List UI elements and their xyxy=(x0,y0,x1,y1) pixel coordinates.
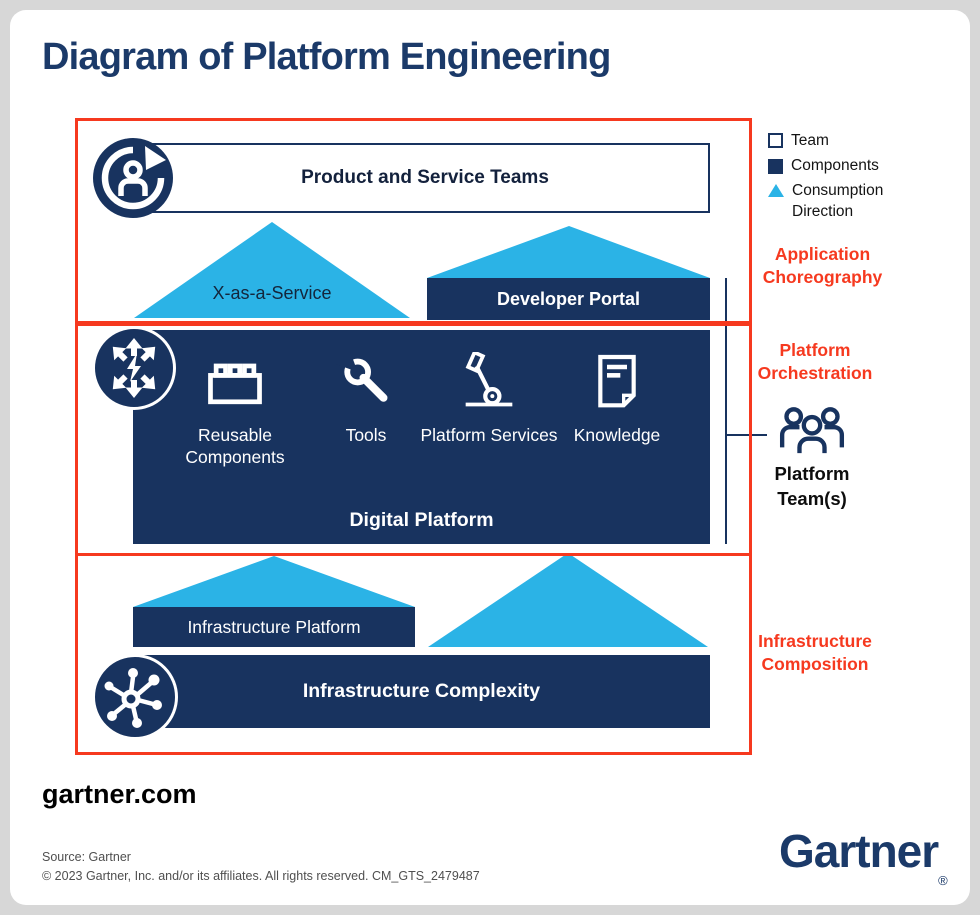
legend-label: Components xyxy=(791,156,879,174)
source-fineprint: Source: Gartner © 2023 Gartner, Inc. and… xyxy=(42,848,480,886)
components-square-swatch xyxy=(768,158,783,174)
legend-item-team: Team xyxy=(768,131,896,152)
platform-team-bracket-tick xyxy=(725,434,767,436)
infrastructure-platform-box: Infrastructure Platform xyxy=(133,607,415,647)
brick-icon xyxy=(208,363,262,405)
infrastructure-composition-label: Infrastructure Composition xyxy=(758,631,872,675)
developer-portal-box: Developer Portal xyxy=(427,278,710,320)
platform-team-bracket-line xyxy=(725,278,727,544)
gartner-site-text: gartner.com xyxy=(42,779,197,809)
network-hub-icon xyxy=(92,654,178,740)
consumption-triangle-large xyxy=(428,553,708,647)
product-service-teams-box: Product and Service Teams xyxy=(140,143,710,213)
legend-label: Team xyxy=(791,132,829,149)
legend-label: Consumption Direction xyxy=(792,181,884,220)
gartner-logo: Gartner® xyxy=(779,824,948,888)
platform-item-knowledge: Knowledge xyxy=(547,352,687,446)
people-icon xyxy=(779,407,845,454)
infrastructure-platform-label: Infrastructure Platform xyxy=(187,616,361,637)
registered-mark: ® xyxy=(938,873,948,888)
infrastructure-complexity-bar: Infrastructure Complexity xyxy=(133,655,710,728)
copyright-line: © 2023 Gartner, Inc. and/or its affiliat… xyxy=(42,868,480,883)
product-service-teams-label: Product and Service Teams xyxy=(301,167,549,188)
gartner-logo-text: Gartner xyxy=(779,825,939,877)
page-title: Diagram of Platform Engineering xyxy=(42,36,611,78)
legend: Team Components Consumption Direction xyxy=(768,131,896,227)
platform-orchestration-label: Platform Orchestration xyxy=(757,340,873,384)
platform-team-label: Platform Team(s) xyxy=(774,463,850,509)
digital-platform-label: Digital Platform xyxy=(349,509,494,531)
platform-item-tools: Tools xyxy=(296,352,436,446)
scale-out-icon xyxy=(92,326,176,410)
wrench-icon xyxy=(335,352,388,402)
platform-item-label: Platform Services xyxy=(420,425,558,445)
infrastructure-complexity-label: Infrastructure Complexity xyxy=(302,680,541,702)
legend-item-consumption-direction: Consumption Direction xyxy=(768,181,896,223)
platform-item-reusable-components: Reusable Components xyxy=(165,352,305,469)
infrastructure-platform-roof-triangle xyxy=(133,556,415,607)
application-choreography-label: Application Choreography xyxy=(762,244,883,288)
legend-item-components: Components xyxy=(768,156,896,177)
platform-item-platform-services: Platform Services xyxy=(419,352,559,446)
platform-item-label: Reusable Components xyxy=(185,425,285,468)
agile-cycle-icon xyxy=(93,138,173,218)
team-square-swatch xyxy=(768,133,783,148)
platform-item-label: Knowledge xyxy=(573,425,661,445)
document-icon xyxy=(598,354,636,408)
platform-item-label: Tools xyxy=(345,425,387,445)
xaas-triangle xyxy=(134,222,410,318)
developer-portal-roof-triangle xyxy=(427,226,710,278)
source-line: Source: Gartner xyxy=(42,850,131,864)
lever-icon xyxy=(465,352,513,407)
consumption-triangle-swatch xyxy=(768,183,784,197)
developer-portal-label: Developer Portal xyxy=(496,288,641,309)
xaas-label: X-as-a-Service xyxy=(212,283,332,303)
